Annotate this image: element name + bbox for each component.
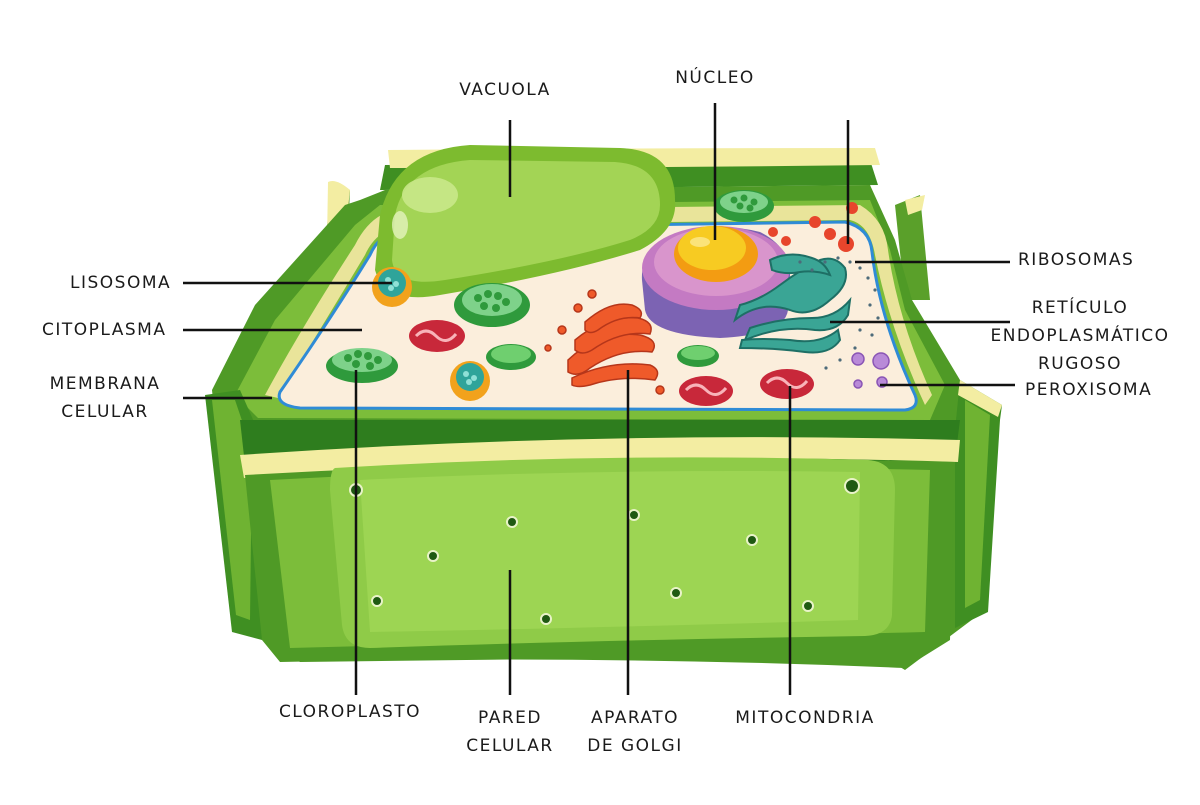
label-reticulo-endoplasmatico-rugoso: RETÍCULO ENDOPLASMÁTICO RUGOSO	[990, 298, 1170, 374]
label-ribosomas: RIBOSOMAS	[1018, 250, 1135, 270]
label-cloroplasto: CLOROPLASTO	[278, 702, 422, 722]
chloroplast-1	[326, 348, 398, 383]
peroxisomes	[851, 352, 890, 389]
leader-lines	[183, 103, 1015, 695]
chloroplasts	[326, 190, 774, 383]
label-peroxisoma: PEROXISOMA	[1025, 380, 1153, 400]
mitochondria	[409, 320, 814, 406]
label-citoplasma: CITOPLASMA	[42, 320, 167, 340]
golgi-apparatus	[544, 289, 665, 395]
chloroplast-3	[714, 190, 774, 222]
green-vesicles	[486, 344, 719, 370]
label-mitocondria: MITOCONDRIA	[735, 708, 875, 728]
label-aparato-de-golgi: APARATO DE GOLGI	[587, 708, 683, 756]
nucleus	[641, 226, 791, 338]
vacuole	[375, 145, 676, 298]
chloroplast-2	[454, 283, 530, 327]
label-vacuola: VACUOLA	[459, 80, 551, 100]
plasmodesmata-pores	[349, 478, 860, 625]
rough-er	[732, 253, 852, 354]
label-membrana-celular: MEMBRANA CELULAR	[49, 374, 161, 422]
label-pared-celular: PARED CELULAR	[466, 708, 554, 756]
lysosomes	[372, 267, 490, 401]
label-lisosoma: LISOSOMA	[70, 273, 172, 293]
label-nucleo: NÚCLEO	[675, 68, 755, 88]
